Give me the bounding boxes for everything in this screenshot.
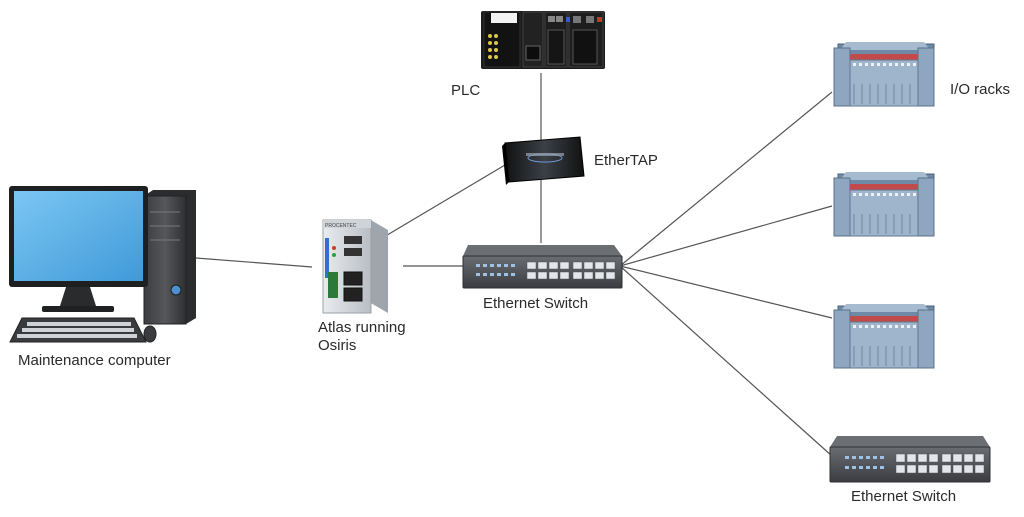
link-switch-rack2 (619, 205, 833, 267)
remote-switch-leds (845, 456, 884, 469)
remote-switch-label: Ethernet Switch (851, 488, 957, 505)
atlas-brand-text: PROCENTEC (325, 223, 357, 229)
link-computer-atlas (195, 257, 313, 268)
ethertap-device (502, 136, 585, 185)
remote-switch-ports (895, 453, 985, 474)
ethertap-label: EtherTAP (594, 152, 658, 169)
plc-label: PLC (451, 82, 481, 99)
atlas-device (322, 219, 388, 314)
main-switch-ports (526, 261, 616, 280)
io-rack (833, 42, 935, 107)
atlas-label-line1: Atlas running (318, 319, 406, 336)
io-rack (833, 172, 935, 237)
link-switch-rack1 (619, 91, 833, 267)
atlas-label-line2: Osiris (318, 337, 357, 354)
main-switch-device (462, 245, 623, 289)
maintenance-computer-label: Maintenance computer (18, 352, 171, 369)
maintenance-computer-device (9, 186, 196, 343)
main-switch-label: Ethernet Switch (483, 295, 589, 312)
plc-device (481, 11, 605, 69)
link-switch-remote-switch (619, 265, 833, 457)
io-racks-label: I/O racks (950, 81, 1011, 98)
remote-switch-device (829, 436, 991, 483)
connection-lines (195, 73, 833, 457)
io-rack (833, 304, 935, 369)
main-switch-leds (476, 264, 515, 276)
link-switch-rack3 (619, 265, 833, 319)
io-racks-group (833, 42, 935, 369)
